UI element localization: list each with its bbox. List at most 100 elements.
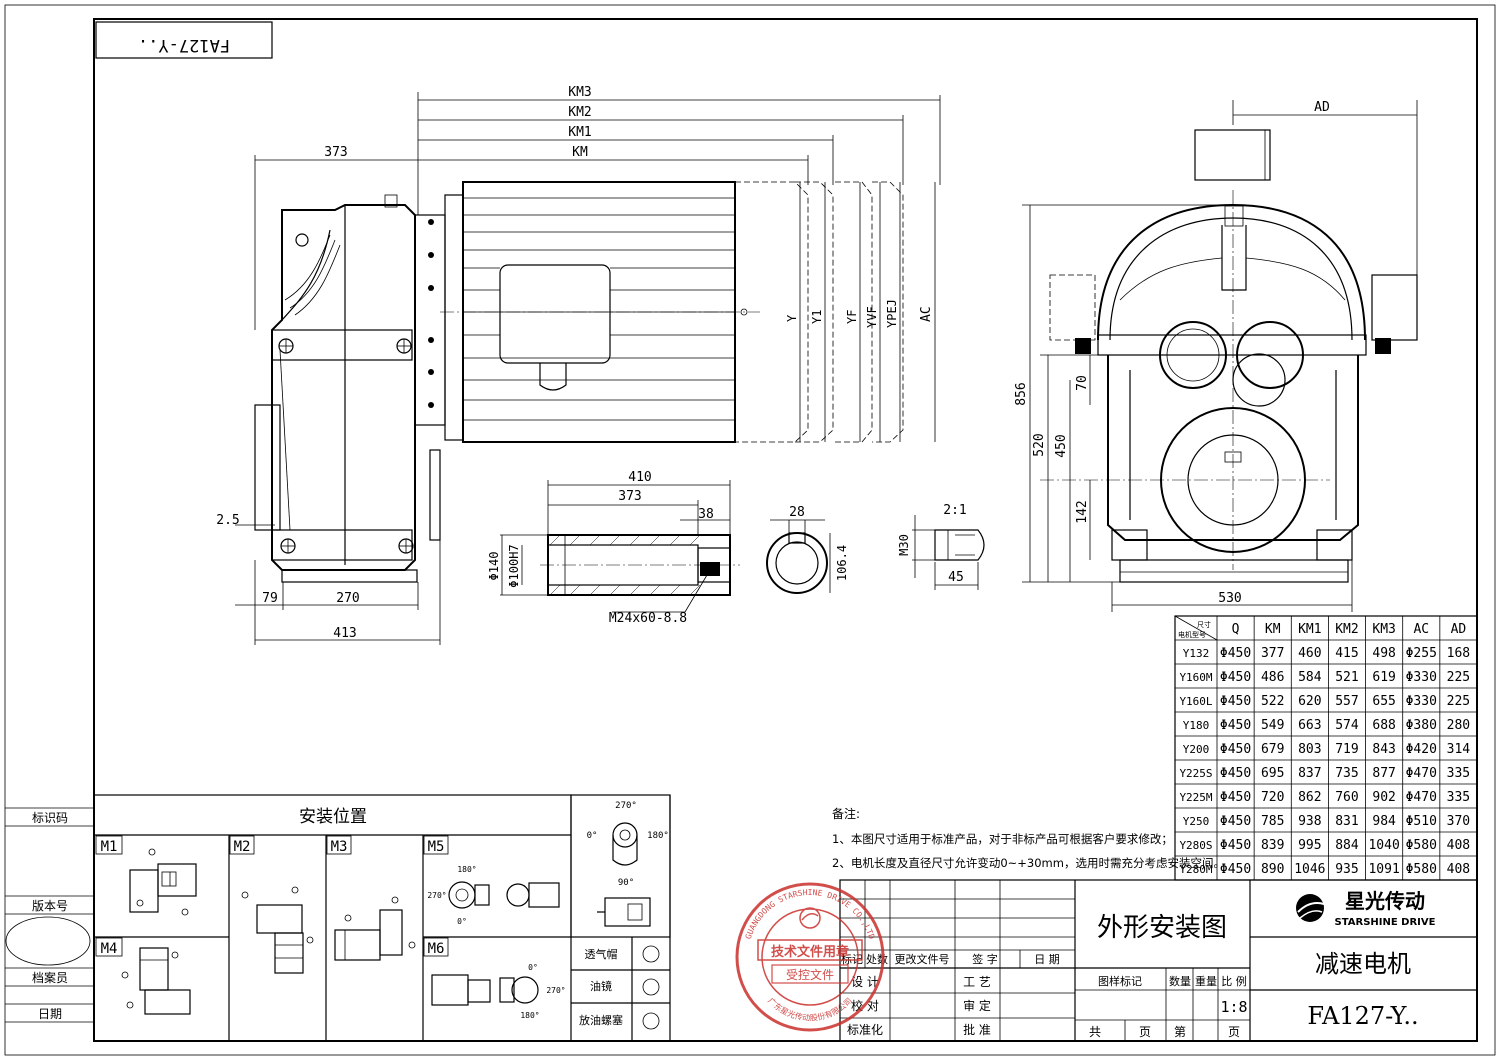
dim-km1: KM1 [568,125,591,140]
mount-label-m6: M6 [428,941,445,957]
table-cell: 803 [1298,742,1321,757]
table-header-cell: AC [1413,622,1429,637]
table-header-cell: KM1 [1298,622,1321,637]
notes: 备注: 1、本图尺寸适用于标准产品，对于非标产品可根据客户要求修改； 2、电机长… [832,806,1225,870]
meta-pattern-mark: 图样标记 [1098,974,1142,988]
table-header-cell: Q [1232,622,1240,637]
table-cell: Φ330 [1406,694,1437,709]
m6-angle-270: 270° [546,986,565,995]
table-cell: Φ470 [1406,766,1437,781]
legend-oil-glass: 油镜 [590,979,612,993]
table-row-motor-model: Y250 [1183,815,1210,828]
table-cell: 225 [1447,670,1470,685]
table-cell: Φ255 [1406,646,1437,661]
sheets-total-label: 共 [1089,1025,1101,1039]
dim-450: 450 [1054,434,1069,457]
mount-label-m5: M5 [428,839,445,855]
label-date: 日期 [38,1007,62,1021]
table-cell: 655 [1372,694,1395,709]
table-cell: 884 [1335,838,1359,853]
table-cell: 735 [1335,766,1358,781]
table-header-cell: AD [1451,622,1467,637]
dim-km3: KM3 [568,85,591,100]
dim-phi140: Φ140 [487,552,501,581]
sheets-unit-2: 页 [1228,1025,1240,1039]
drawing-title: 外形安装图 [1097,913,1227,943]
role-process: 工 艺 [963,975,991,989]
dim-km: KM [572,145,588,160]
m5-angle-270: 270° [427,891,446,900]
table-row-motor-model: Y132 [1183,647,1210,660]
title-block: 外形安装图 图样标记 数量 重量 比 例 1:8 共 页 第 页 星光传动 ST… [839,879,1478,1042]
oil-glass-icon [642,978,660,996]
dim-y1: Y1 [810,310,824,324]
table-cell: 890 [1261,862,1284,877]
pin-detail: 2:1 M30 45 [897,503,985,590]
table-cell: Φ450 [1220,790,1251,805]
dim-km2: KM2 [568,105,591,120]
table-cell: 938 [1298,814,1321,829]
table-cell: Φ420 [1406,742,1437,757]
table-cell: 377 [1261,646,1284,661]
table-cell: 837 [1298,766,1321,781]
stamp-ring-bottom: 广东星光传动股份有限公司 [766,996,854,1023]
starshine-logo [1296,894,1325,922]
table-row-motor-model: Y200 [1183,743,1210,756]
table-cell: 370 [1447,814,1470,829]
table-cell: Φ580 [1406,838,1437,853]
m6-angle-0: 0° [528,963,538,972]
bolt-spec: M24x60-8.8 [609,611,687,626]
notes-heading: 备注: [832,806,860,821]
scale-value: 1:8 [1220,998,1247,1016]
table-cell: 1040 [1368,838,1399,853]
dim-y: Y [785,314,799,322]
key-angle-90: 90° [618,878,634,888]
rev-count: 处数 [866,953,888,966]
sheets-unit-1: 页 [1139,1025,1151,1039]
mount-label-m4: M4 [101,941,118,957]
front-view: AD 856 520 450 70 142 530 [1014,100,1418,612]
sheet-no-label: 第 [1174,1025,1186,1039]
key-angle-0: 0° [587,831,598,841]
label-archivist: 档案员 [32,970,68,985]
table-cell: Φ450 [1220,766,1251,781]
table-cell: 584 [1298,670,1322,685]
table-cell: 415 [1335,646,1358,661]
dim-38: 38 [698,507,714,522]
table-cell: Φ450 [1220,742,1251,757]
meta-weight: 重量 [1195,974,1217,988]
rev-sign: 签 字 [972,952,998,966]
border-frame: FA127-Y.. [4,4,1496,1056]
table-row-motor-model: Y180 [1183,719,1210,732]
meta-scale: 比 例 [1221,974,1247,988]
version-ellipse [5,916,91,966]
mount-figure-m5: 180° 270° 0° [427,865,560,926]
dim-m30: M30 [897,534,911,556]
dim-270: 270 [336,591,359,606]
table-cell: 902 [1372,790,1395,805]
dim-373-side: 373 [324,145,347,160]
table-corner-bottom: 电机型号 [1178,630,1206,639]
table-cell: 335 [1447,766,1470,781]
dim-45: 45 [948,570,964,585]
table-header-cell: KM3 [1372,622,1395,637]
table-cell: 335 [1447,790,1470,805]
dim-yvf: YVF [865,306,879,328]
role-standard: 标准化 [847,1023,883,1037]
dim-413: 413 [333,626,356,641]
mount-figure-m3 [334,896,416,961]
table-row-motor-model: Y280S [1179,839,1212,852]
table-cell: 839 [1261,838,1284,853]
table-cell: 486 [1261,670,1284,685]
side-view: KM3 KM2 KM1 KM 373 Y Y1 YF YVF YPEJ AC 2… [216,85,941,645]
table-cell: 557 [1335,694,1358,709]
table-cell: Φ450 [1220,862,1251,877]
table-cell: 280 [1447,718,1470,733]
table-corner-top: 尺寸 [1197,620,1211,629]
drain-plug-icon [642,1012,660,1030]
table-cell: 720 [1261,790,1284,805]
dim-28: 28 [789,505,805,520]
key-ring-section: 28 106.4 [766,505,849,594]
table-row-motor-model: Y225S [1179,767,1212,780]
